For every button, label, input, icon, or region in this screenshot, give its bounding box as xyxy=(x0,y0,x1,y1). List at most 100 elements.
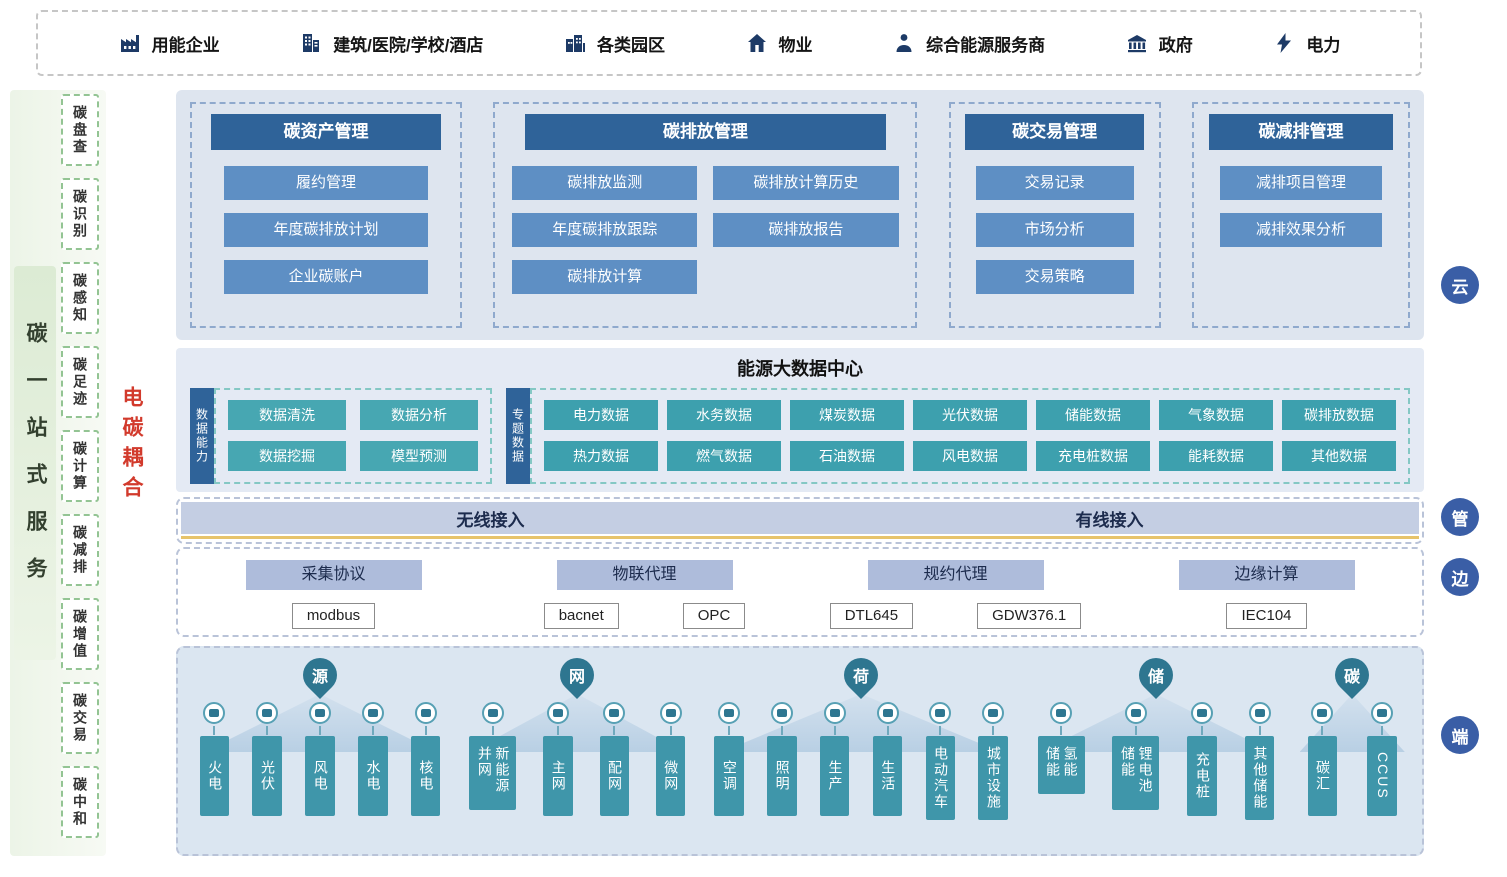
device: 配网 xyxy=(599,702,629,816)
module-item: 减排项目管理 xyxy=(1219,166,1383,200)
connector-line xyxy=(886,726,889,735)
capability-item: 数据清洗 xyxy=(228,400,346,430)
device-label: 充电桩 xyxy=(1187,736,1217,816)
layer-badge-edge: 边 xyxy=(1441,558,1479,596)
module-item: 年度碳排放跟踪 xyxy=(512,213,698,247)
connector-line xyxy=(833,726,836,735)
gateway-icon xyxy=(876,702,899,724)
one-stop-service-label: 碳一站式服务 xyxy=(14,266,56,660)
user-type-label: 各类园区 xyxy=(596,35,665,55)
carbon-trading-group: 碳交易管理 交易记录 市场分析 交易策略 xyxy=(948,102,1161,328)
device-label: 微网 xyxy=(655,736,686,816)
device: 城市设施 xyxy=(978,702,1008,820)
droplet-load: 荷 xyxy=(837,650,886,700)
connector-line xyxy=(992,726,995,735)
device: 氢能储能 xyxy=(1037,702,1085,794)
device: 新能源并网 xyxy=(469,702,517,810)
collection-protocol-group: 采集协议 modbus xyxy=(178,560,489,635)
connector-line xyxy=(1321,726,1324,735)
device-label: 主网 xyxy=(543,736,573,816)
source-group: 源 火电 光伏 风电 水电 核电 xyxy=(188,650,452,842)
carbon-emission-group: 碳排放管理 碳排放监测 碳排放计算历史 年度碳排放跟踪 碳排放报告 碳排放计算 xyxy=(493,102,918,328)
device-label: 碳汇 xyxy=(1307,736,1338,816)
user-type-building: 建筑/医院/学校/酒店 xyxy=(299,31,483,56)
device: 光伏 xyxy=(252,702,282,816)
gateway-icon xyxy=(603,702,626,724)
edge-group-title: 采集协议 xyxy=(245,560,422,590)
device-label: 核电 xyxy=(410,736,441,816)
thematic-item: 风电数据 xyxy=(913,441,1027,471)
user-type-enterprise: 用能企业 xyxy=(118,31,220,56)
module-item: 碳排放计算 xyxy=(512,260,698,294)
gateway-icon xyxy=(1191,702,1214,724)
module-item: 碳排放计算历史 xyxy=(713,166,899,200)
device-label: 其他储能 xyxy=(1244,736,1275,820)
iot-agent-group: 物联代理 bacnet OPC xyxy=(489,560,800,635)
protocol-box: GDW376.1 xyxy=(977,603,1082,629)
connector-line xyxy=(213,726,216,735)
device: 生活 xyxy=(872,702,903,816)
user-type-government: 政府 xyxy=(1125,31,1193,56)
device: 主网 xyxy=(543,702,573,816)
edge-layer: 采集协议 modbus 物联代理 bacnet OPC 规约代理 DTL645 … xyxy=(176,547,1424,637)
device: 空调 xyxy=(714,702,744,816)
capability-label: 数据能力 xyxy=(190,388,214,484)
connector-line xyxy=(491,726,494,735)
group-title: 碳资产管理 xyxy=(210,114,442,150)
device-label: 生活 xyxy=(872,736,903,816)
droplet-carbon: 碳 xyxy=(1328,650,1377,700)
edge-group-title: 规约代理 xyxy=(867,560,1044,590)
device-label: 锂电池储能 xyxy=(1112,736,1160,810)
device-label: 照明 xyxy=(767,736,797,816)
gateway-icon xyxy=(770,702,793,724)
data-center-title: 能源大数据中心 xyxy=(737,359,863,379)
device: 碳汇 xyxy=(1307,702,1338,816)
wireless-access-label: 无线接入 xyxy=(456,510,525,530)
protocol-box: IEC104 xyxy=(1226,603,1307,629)
device: 微网 xyxy=(655,702,686,816)
group-title: 碳排放管理 xyxy=(524,114,886,150)
droplet-storage: 储 xyxy=(1131,650,1181,700)
group-title: 碳减排管理 xyxy=(1208,114,1393,150)
gateway-icon xyxy=(256,702,279,724)
terminal-layer: 源 火电 光伏 风电 水电 核电 网 新能源并网 主网 配网 微网 荷 空 xyxy=(176,646,1424,856)
thematic-item: 储能数据 xyxy=(1036,400,1150,430)
connector-line xyxy=(424,726,427,735)
protocol-box: modbus xyxy=(291,603,376,629)
carbon-group: 碳 碳汇 CCUS xyxy=(1292,650,1412,842)
droplet-source: 源 xyxy=(295,650,345,700)
connector-line xyxy=(1381,726,1384,735)
protocol-box: bacnet xyxy=(543,603,619,629)
device-label: 新能源并网 xyxy=(469,736,517,810)
layer-badge-end: 端 xyxy=(1441,716,1479,754)
device-label: 电动汽车 xyxy=(925,736,956,820)
device-label: 氢能储能 xyxy=(1037,736,1085,794)
module-item: 履约管理 xyxy=(224,166,428,200)
connector-line xyxy=(1258,726,1261,735)
gateway-icon xyxy=(1248,702,1271,724)
thematic-item: 石油数据 xyxy=(790,441,904,471)
device: 电动汽车 xyxy=(925,702,956,820)
thematic-item: 能耗数据 xyxy=(1159,441,1273,471)
connector-line xyxy=(1060,726,1063,735)
thematic-item: 燃气数据 xyxy=(667,441,781,471)
device: CCUS xyxy=(1367,702,1397,816)
module-item: 减排效果分析 xyxy=(1219,213,1383,247)
gateway-icon xyxy=(203,702,226,724)
carbon-service-item: 碳识别 xyxy=(61,178,99,250)
user-type-label: 用能企业 xyxy=(151,35,220,55)
grid-group: 网 新能源并网 主网 配网 微网 xyxy=(456,650,699,842)
device: 锂电池储能 xyxy=(1112,702,1160,810)
user-type-label: 综合能源服务商 xyxy=(926,35,1046,55)
capability-item: 数据分析 xyxy=(360,400,478,430)
module-item: 碳排放监测 xyxy=(512,166,698,200)
thematic-item: 充电桩数据 xyxy=(1036,441,1150,471)
edge-group-title: 物联代理 xyxy=(556,560,733,590)
gateway-icon xyxy=(361,702,384,724)
droplet-grid: 网 xyxy=(553,650,602,700)
module-item: 碳排放报告 xyxy=(713,213,899,247)
connector-line xyxy=(780,726,783,735)
thematic-item: 水务数据 xyxy=(667,400,781,430)
thematic-item: 碳排放数据 xyxy=(1282,400,1396,430)
